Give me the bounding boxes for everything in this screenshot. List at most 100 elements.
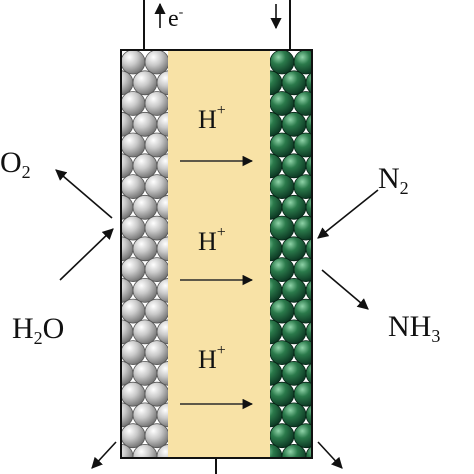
cathode-sphere [293,132,312,158]
cathode-sphere [293,174,312,199]
anode-layer [121,50,168,458]
anode-sphere [144,423,168,449]
cathode-sphere [305,154,312,177]
anode-sphere [132,360,158,386]
cathode-sphere [293,298,312,324]
cathode-sphere [281,111,307,137]
cathode-sphere [305,113,312,136]
oxygen-arrow [55,169,113,219]
cathode-sphere [281,277,307,303]
anode-sphere [132,194,158,220]
anode-sphere [121,50,146,75]
proton-label: H+ [198,224,226,256]
cathode-sphere [293,423,312,449]
cathode-sphere [281,319,307,345]
anode-sphere [121,215,146,241]
cathode-sphere [305,362,312,385]
anode-sphere [144,50,168,75]
anode-sphere [121,381,146,407]
cathode-sphere [305,404,312,426]
cathode-sphere [281,444,307,458]
ammonia-label: NH3 [388,310,440,346]
cathode-sphere [270,423,295,449]
proton-group-2: H+ [180,224,254,286]
anode-sphere [121,423,146,449]
anode-sphere [156,70,168,96]
anode-sphere [144,174,168,199]
anode-sphere [144,257,168,282]
bottom-right-arrow [317,441,343,469]
anode-sphere [121,132,146,158]
cathode-sphere [293,340,312,365]
cathode-sphere [293,381,312,407]
anode-sphere [132,319,158,345]
water-arrow [59,228,114,281]
cathode-sphere [293,50,312,75]
cathode-sphere [270,50,295,75]
water-label: H2O [12,312,64,348]
cathode-sphere [293,91,312,116]
anode-sphere [156,236,168,262]
cathode-sphere [270,381,295,407]
anode-sphere [156,444,168,458]
anode-sphere [121,340,146,365]
anode-sphere [132,402,158,428]
cathode-sphere [270,215,295,241]
external-circuit: e- [143,0,291,474]
anode-sphere [156,361,168,386]
anode-sphere [132,70,158,96]
anode-sphere [144,215,168,241]
anode-sphere [156,111,168,137]
cell-outline [120,49,313,459]
anode-sphere [144,132,168,158]
cathode-sphere [281,153,307,179]
proton-label: H+ [198,342,226,374]
anode-sphere [144,381,168,407]
anode-sphere [132,444,158,458]
anode-sphere [156,194,168,220]
cathode-sphere [270,174,295,199]
cathode-sphere [270,257,295,282]
cathode-sphere [305,237,312,260]
electron-label: e- [168,5,184,32]
anode-sphere [144,91,168,116]
proton-label: H+ [198,102,226,134]
anode-sphere [121,257,146,282]
anode-sphere [121,298,146,324]
anode-sphere [156,153,168,179]
nitrogen-arrow [317,189,379,239]
cathode-sphere [305,279,312,302]
cathode-sphere [293,215,312,241]
cathode-sphere [281,194,307,220]
oxygen-label: O2 [0,146,31,182]
nitrogen-label: N2 [378,162,409,198]
proton-group-1: H+ [180,102,254,167]
cathode-sphere [305,445,312,458]
anode-sphere [156,402,168,428]
cathode-sphere [305,321,312,343]
cathode-sphere [281,360,307,386]
anode-sphere [132,236,158,262]
cathode-sphere [270,132,295,158]
anode-sphere [156,319,168,345]
anode-sphere [144,298,168,324]
ammonia-arrow [321,269,369,310]
cathode-sphere [281,402,307,428]
cathode-sphere [305,71,312,94]
anode-sphere [121,174,146,199]
anode-sphere [132,111,158,137]
cathode-sphere [281,236,307,262]
anode-sphere [144,340,168,365]
cathode-sphere [270,91,295,116]
cathode-sphere [270,340,295,365]
bottom-left-arrow [91,441,117,469]
membrane [168,50,270,458]
cathode-sphere [281,70,307,96]
proton-group-3: H+ [180,342,254,410]
cathode-sphere [293,257,312,282]
anode-sphere [121,91,146,116]
anode-sphere [156,278,168,303]
cathode-sphere [270,298,295,324]
anode-sphere [132,153,158,179]
